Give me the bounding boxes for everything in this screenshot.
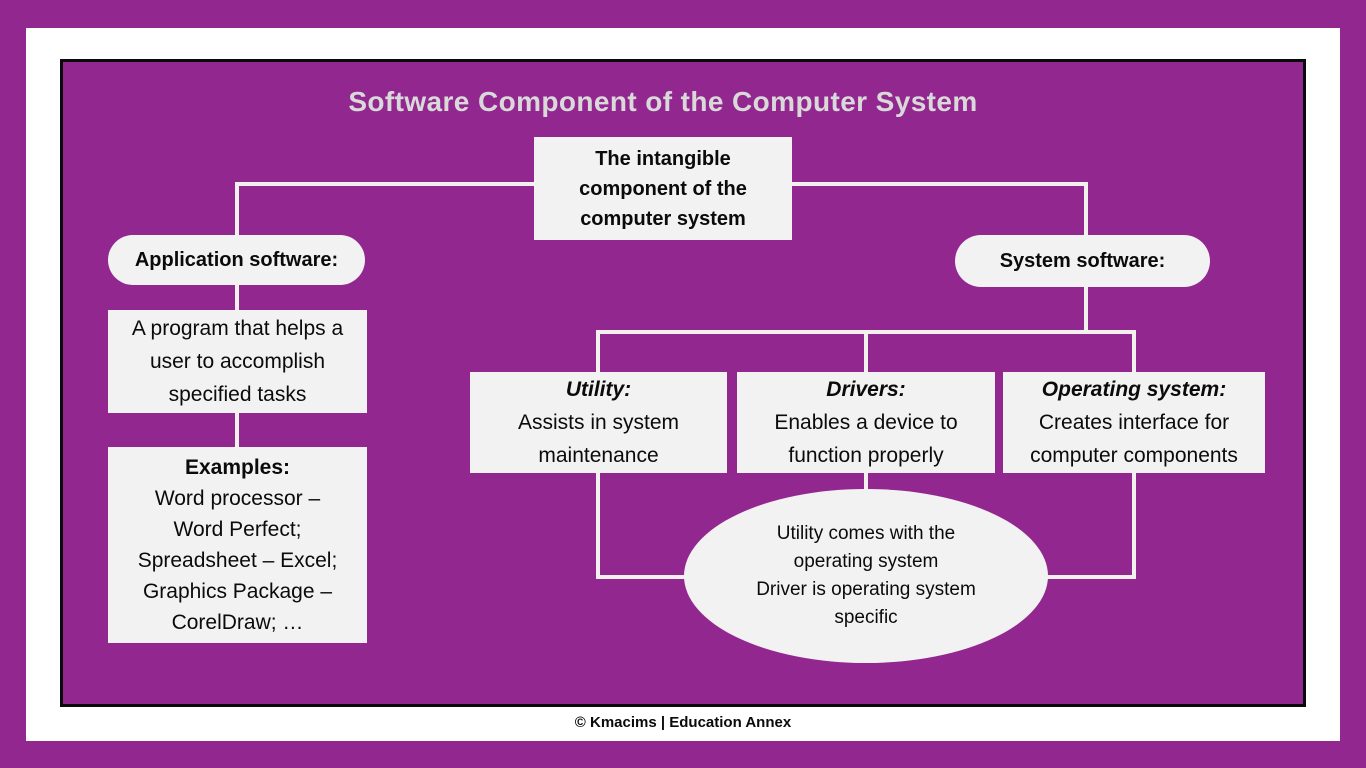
drivers-heading: Drivers: xyxy=(826,378,906,401)
connector-drop-utility xyxy=(596,330,600,374)
node-application-software: Application software: xyxy=(108,235,365,285)
connector-desc-to-examples xyxy=(235,410,239,450)
node-intangible-text: The intangible component of the computer… xyxy=(579,147,747,230)
operating-system-heading: Operating system: xyxy=(1041,378,1227,401)
connector-root-right-v xyxy=(1084,182,1088,238)
node-drivers: Drivers: Enables a device to function pr… xyxy=(737,372,995,473)
node-system-software: System software: xyxy=(955,235,1210,287)
connector-root-right-h xyxy=(790,182,1088,186)
note-ellipse-text: Utility comes with the operating system … xyxy=(756,523,976,628)
connector-utility-down xyxy=(596,471,600,579)
connector-sys-pill-drop xyxy=(1084,284,1088,334)
footer-credit: © Kmacims | Education Annex xyxy=(574,714,792,731)
connector-os-down xyxy=(1132,471,1136,579)
system-software-label: System software: xyxy=(999,249,1166,272)
node-note-ellipse: Utility comes with the operating system … xyxy=(684,489,1048,663)
connector-drop-drivers xyxy=(864,330,868,374)
connector-root-left-v xyxy=(235,182,239,238)
node-utility: Utility: Assists in system maintenance xyxy=(470,372,727,473)
connector-utility-to-ellipse xyxy=(596,575,700,579)
connector-os-to-ellipse xyxy=(1036,575,1136,579)
node-application-description: A program that helps a user to accomplis… xyxy=(108,310,367,413)
examples-heading: Examples: xyxy=(184,456,291,479)
utility-text: Assists in system maintenance xyxy=(517,411,680,467)
application-software-label: Application software: xyxy=(134,248,339,271)
connector-drivers-to-ellipse xyxy=(864,471,868,503)
page-title: Software Component of the Computer Syste… xyxy=(348,86,978,117)
node-intangible-component: The intangible component of the computer… xyxy=(534,137,792,240)
application-description-text: A program that helps a user to accomplis… xyxy=(131,317,344,406)
connector-app-to-desc xyxy=(235,280,239,314)
operating-system-text: Creates interface for computer component… xyxy=(1030,411,1238,467)
connector-root-left-h xyxy=(235,182,534,186)
drivers-text: Enables a device to function properly xyxy=(774,411,958,467)
connector-drop-os xyxy=(1132,330,1136,374)
node-operating-system: Operating system: Creates interface for … xyxy=(1003,372,1265,473)
utility-heading: Utility: xyxy=(565,378,632,401)
examples-text: Word processor – Word Perfect; Spreadshe… xyxy=(137,487,338,634)
node-examples: Examples: Word processor – Word Perfect;… xyxy=(108,447,367,643)
